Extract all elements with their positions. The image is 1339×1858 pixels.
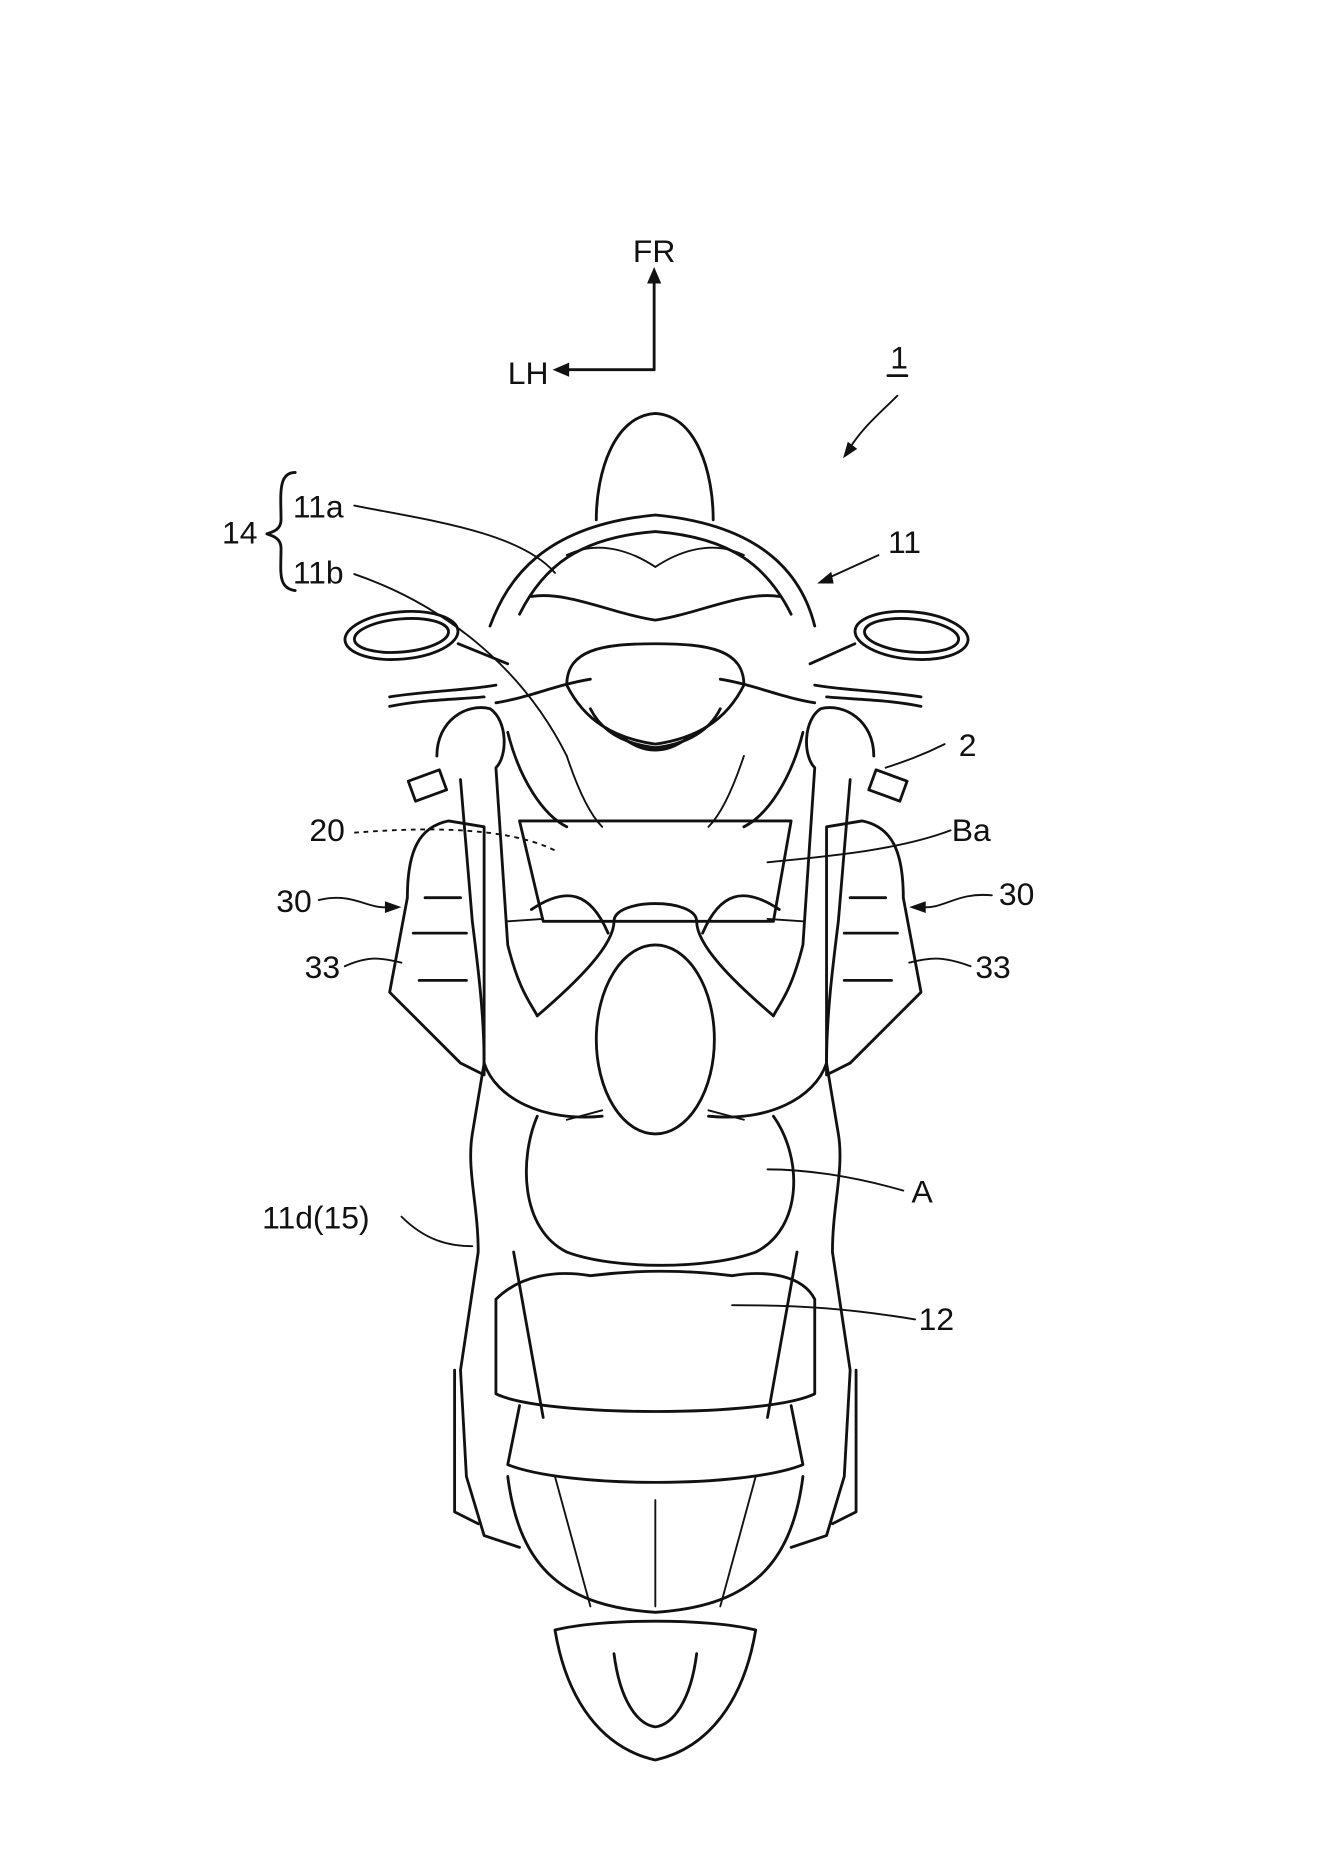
label-a: A [912,1173,934,1209]
arrow-left-icon [552,362,570,377]
seat-12 [494,1269,817,1413]
label-fr: FR [633,233,675,269]
label-2: 2 [959,727,977,763]
front-panel-ba [518,819,793,923]
rider [435,706,876,1136]
label-11: 11 [888,524,921,560]
label-33-right: 33 [975,949,1010,985]
label-ba: Ba [952,812,991,848]
windscreen [488,411,817,628]
left-mirror [343,610,460,661]
label-11b: 11b [293,554,344,590]
rear-body [453,1061,858,1762]
label-30-right: 30 [999,876,1034,912]
rider-helmet [594,943,716,1136]
label-vehicle: 1 [890,340,908,376]
label-33-left: 33 [305,949,340,985]
label-11d-15: 11d(15) [262,1199,369,1235]
label-12: 12 [919,1301,954,1337]
label-lh: LH [508,355,549,391]
label-11a: 11a [293,488,344,524]
right-side-device-30 [825,819,923,1077]
direction-arrows [552,266,662,377]
meter-panel [565,642,746,746]
arrow-up-icon [647,266,662,284]
label-14: 14 [222,514,257,550]
right-mirror [853,610,970,661]
label-20: 20 [309,812,344,848]
label-30-left: 30 [276,883,311,919]
left-side-device-30 [388,819,486,1077]
